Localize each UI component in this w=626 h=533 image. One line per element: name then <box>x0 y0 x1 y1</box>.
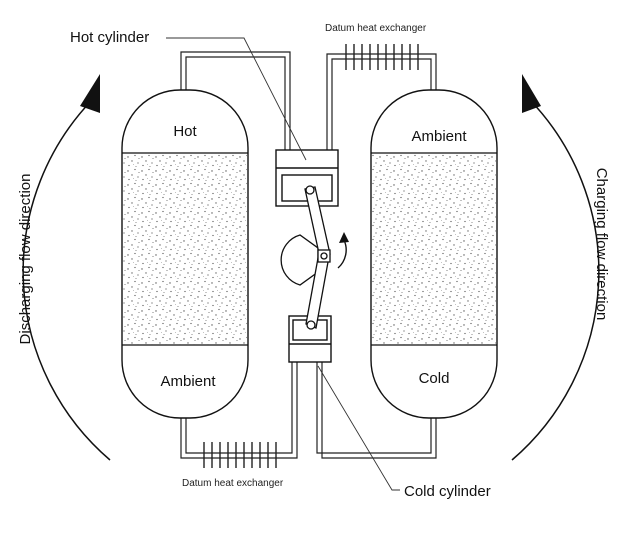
right-tank-packing <box>372 153 496 345</box>
pipe-bottom-left-outer <box>180 362 298 459</box>
pipe-bottom-right-outer <box>321 362 437 459</box>
rotation-arrow-icon <box>337 232 349 269</box>
pipe-top-right-inner <box>331 58 432 150</box>
flow-arrow-icon <box>511 99 600 461</box>
label-discharging: Discharging flow direction <box>17 174 34 345</box>
label-hot-cylinder: Hot cylinder <box>70 29 149 46</box>
label-left-tank-bottom: Ambient <box>160 373 216 390</box>
pipe-bottom-right-inner <box>316 362 432 454</box>
crank-mechanism <box>280 185 331 330</box>
pipe-top-left-inner <box>185 56 286 150</box>
charging-flow-arrow <box>511 74 600 461</box>
right-storage-tank <box>370 89 498 419</box>
pipe-top-left-outer <box>180 51 291 150</box>
leader-lines <box>166 37 400 491</box>
label-right-tank-top: Ambient <box>411 128 467 145</box>
label-datum-hx-bottom: Datum heat exchanger <box>182 478 284 489</box>
label-charging: Charging flow direction <box>593 168 610 321</box>
label-right-tank-bottom: Cold <box>419 370 450 387</box>
left-tank-packing <box>123 153 247 345</box>
discharging-flow-arrow <box>22 74 111 461</box>
label-left-tank-top: Hot <box>173 123 197 140</box>
heat-exchanger-fins-icon <box>345 44 419 70</box>
label-datum-hx-top: Datum heat exchanger <box>325 23 427 34</box>
pipe-bottom-left-inner <box>185 362 293 454</box>
heat-exchanger-fins-icon <box>203 442 277 468</box>
cold-cylinder <box>288 315 332 363</box>
flywheel <box>280 234 319 286</box>
label-cold-cylinder: Cold cylinder <box>404 483 491 500</box>
flow-arrow-icon <box>22 99 111 461</box>
left-storage-tank <box>121 89 249 419</box>
pipes <box>180 51 437 459</box>
pipe-top-right-outer <box>326 53 437 150</box>
